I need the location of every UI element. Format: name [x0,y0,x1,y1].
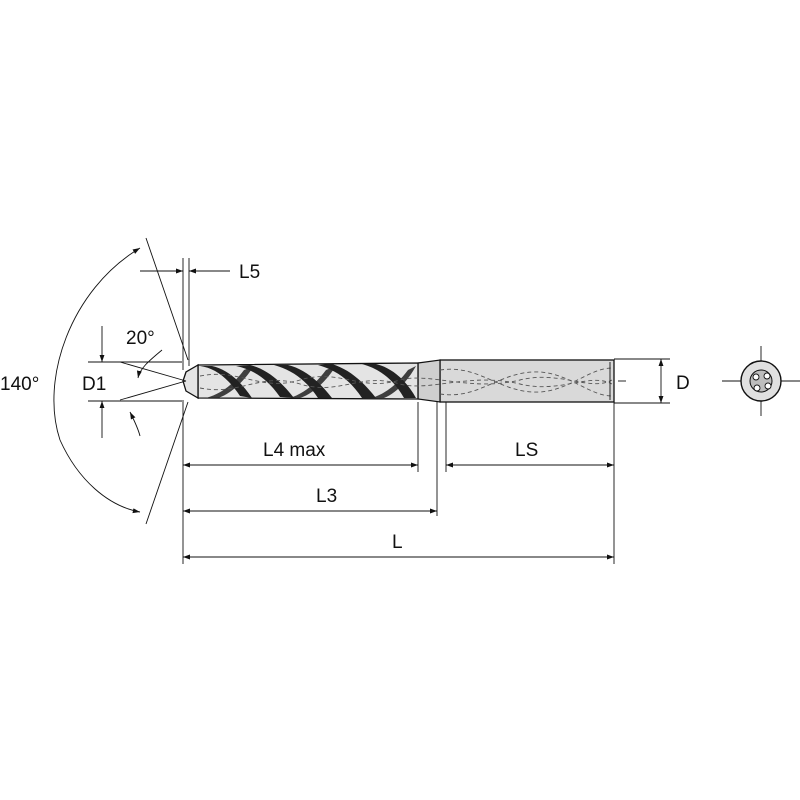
l-label: L [392,532,403,553]
extension-lines [182,358,670,564]
l4-label: L4 max [263,440,326,461]
tip-angle-dimension: 20° [119,328,187,437]
l-dimension: L [183,532,614,560]
d-dimension: D [658,359,690,403]
l5-dimension: L5 [140,258,260,370]
drill-neck [417,359,441,403]
drill-point [182,363,199,400]
l3-dimension: L3 [183,486,437,514]
angle-20-label: 20° [126,328,155,349]
angle-140-label: 140° [0,374,39,395]
drill-body [182,359,626,403]
d1-label: D1 [82,374,106,395]
coolant-channels [199,367,613,397]
l3-label: L3 [316,486,337,507]
ls-label: LS [515,440,538,461]
d-label: D [676,373,690,394]
ls-dimension: LS [446,440,614,468]
flute-spirals [200,364,416,398]
d1-dimension: D1 [82,326,182,438]
point-angle-dimension: 140° [0,237,189,525]
end-view [722,346,800,416]
l4-dimension: L4 max [183,440,418,468]
l5-label: L5 [239,262,260,283]
